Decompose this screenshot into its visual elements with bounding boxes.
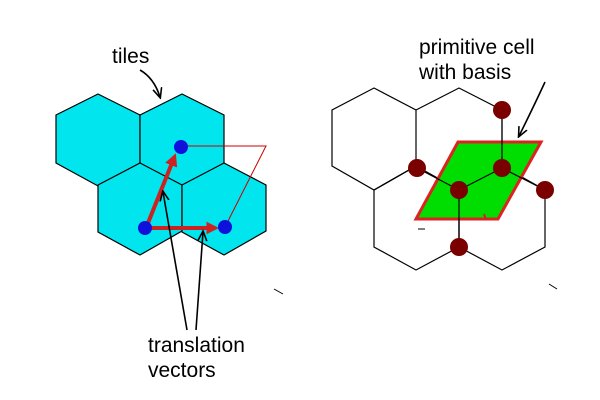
- primitive-cell-pointer-arrow: [519, 81, 546, 136]
- primitive-cell-label-line2: with basis: [418, 61, 511, 84]
- translation-pointer-arrow: [195, 232, 203, 331]
- hexagon-tiles: [55, 93, 267, 256]
- stray-mark: [273, 288, 284, 295]
- left-panel: tiles translation vectors: [55, 45, 284, 382]
- right-panel: primitive cell with basis: [331, 36, 558, 290]
- primitive-cell-label-line1: primitive cell: [419, 36, 535, 59]
- lattice-cell-outline: [182, 145, 267, 228]
- cell-tick: [483, 213, 487, 221]
- hex-outline: [331, 87, 417, 191]
- translation-pointer-arrow: [163, 192, 188, 331]
- translation-label-line1: translation: [148, 334, 245, 357]
- basis-atom: [536, 181, 554, 199]
- lattice-point: [218, 220, 232, 234]
- stray-mark: [548, 283, 558, 290]
- translation-label-line2: vectors: [148, 359, 216, 382]
- basis-atom: [408, 159, 426, 177]
- tiles-label: tiles: [112, 45, 149, 68]
- basis-atom: [493, 159, 511, 177]
- lattice-point: [174, 140, 188, 154]
- tiles-pointer-arrow: [139, 69, 160, 97]
- basis-atom: [450, 181, 468, 199]
- lattice-point: [138, 221, 152, 235]
- basis-bonds: [416, 110, 546, 247]
- basis-atom: [450, 238, 468, 256]
- basis-atom: [493, 101, 511, 119]
- basis-atoms: [408, 101, 554, 256]
